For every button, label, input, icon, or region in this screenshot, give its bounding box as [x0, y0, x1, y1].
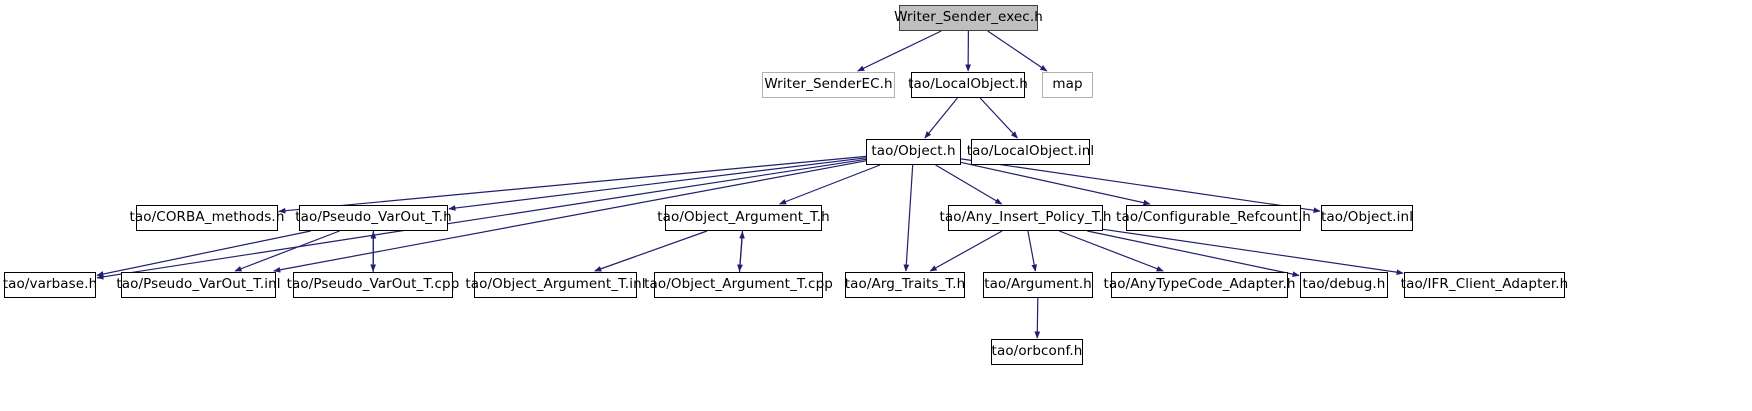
graph-node-tao_varbase[interactable]: tao/varbase.h	[3, 272, 97, 298]
graph-node-label: Writer_Sender_exec.h	[894, 9, 1043, 26]
graph-edge-tao_pseudo_varout_t_h-to-tao_varbase	[96, 230, 311, 277]
graph-edge-tao_argument_h-to-tao_orbconf_h	[1034, 297, 1041, 339]
graph-node-label: Writer_SenderEC.h	[764, 76, 893, 93]
graph-node-tao_object_argument_t_h[interactable]: tao/Object_Argument_T.h	[657, 205, 830, 231]
graph-node-label: tao/Any_Insert_Policy_T.h	[939, 209, 1112, 226]
graph-edge-tao_any_insert_policy_t_h-to-tao_debug_h	[1087, 230, 1300, 277]
graph-edge-writer_sender_exec-to-map	[987, 30, 1048, 72]
graph-node-writer_sender_exec[interactable]: Writer_Sender_exec.h	[894, 5, 1043, 31]
graph-edge-tao_object_h-to-tao_configurable_refcount	[960, 161, 1151, 206]
graph-node-label: tao/Pseudo_VarOut_T.inl	[116, 276, 281, 293]
graph-node-map[interactable]: map	[1042, 72, 1093, 98]
graph-node-tao_corba_methods[interactable]: tao/CORBA_methods.h	[130, 205, 284, 231]
graph-edge-tao_localobject_h-to-tao_object_h	[924, 97, 958, 139]
graph-node-label: tao/Object.inl	[1320, 209, 1414, 226]
graph-edge-tao_object_h-to-tao_object_inl	[960, 158, 1321, 214]
graph-node-label: tao/Arg_Traits_T.h	[844, 276, 966, 293]
graph-edge-tao_object_argument_t_h-to-tao_object_argument_t_inl	[594, 230, 708, 272]
graph-edge-tao_object_h-to-tao_object_argument_t_h	[778, 164, 881, 205]
graph-node-tao_argument_h[interactable]: tao/Argument.h	[983, 272, 1093, 298]
graph-node-label: tao/debug.h	[1302, 276, 1386, 293]
graph-edge-tao_object_argument_t_h-to-tao_object_argument_t_cpp	[737, 230, 744, 272]
graph-node-label: tao/Pseudo_VarOut_T.h	[295, 209, 452, 226]
graph-node-tao_pseudo_varout_t_h[interactable]: tao/Pseudo_VarOut_T.h	[295, 205, 452, 231]
graph-node-label: tao/IFR_Client_Adapter.h	[1400, 276, 1569, 293]
graph-edge-tao_localobject_h-to-tao_localobject_inl	[979, 97, 1018, 139]
graph-node-label: tao/Pseudo_VarOut_T.cpp	[286, 276, 460, 293]
graph-edge-tao_object_argument_t_cpp-to-tao_object_argument_t_h	[738, 231, 745, 273]
graph-node-tao_object_argument_t_inl[interactable]: tao/Object_Argument_T.inl	[465, 272, 646, 298]
graph-edge-tao_object_h-to-tao_arg_traits_t_h	[903, 164, 914, 272]
graph-node-tao_localobject_h[interactable]: tao/LocalObject.h	[908, 72, 1028, 98]
graph-node-tao_object_argument_t_cpp[interactable]: tao/Object_Argument_T.cpp	[644, 272, 833, 298]
graph-node-tao_arg_traits_t_h[interactable]: tao/Arg_Traits_T.h	[845, 272, 965, 298]
graph-node-tao_localobject_inl[interactable]: tao/LocalObject.inl	[967, 139, 1094, 165]
graph-node-tao_anytypecode_adapter[interactable]: tao/AnyTypeCode_Adapter.h	[1103, 272, 1295, 298]
graph-node-tao_orbconf_h[interactable]: tao/orbconf.h	[991, 339, 1083, 365]
graph-edge-tao_pseudo_varout_t_h-to-tao_pseudo_varout_t_inl	[234, 230, 340, 272]
graph-node-tao_ifr_client_adapter[interactable]: tao/IFR_Client_Adapter.h	[1401, 272, 1568, 298]
graph-node-writer_senderec[interactable]: Writer_SenderEC.h	[762, 72, 895, 98]
graph-node-tao_pseudo_varout_t_inl[interactable]: tao/Pseudo_VarOut_T.inl	[116, 272, 281, 298]
graph-node-label: tao/Object_Argument_T.cpp	[644, 276, 833, 293]
graph-node-tao_any_insert_policy_t_h[interactable]: tao/Any_Insert_Policy_T.h	[940, 205, 1111, 231]
graph-node-label: tao/Object_Argument_T.h	[657, 209, 830, 226]
graph-node-label: tao/varbase.h	[2, 276, 98, 293]
graph-node-label: map	[1052, 76, 1083, 93]
graph-edge-writer_sender_exec-to-writer_senderec	[857, 30, 942, 72]
graph-edge-tao_any_insert_policy_t_h-to-tao_anytypecode_adapter	[1059, 230, 1164, 272]
graph-edge-tao_any_insert_policy_t_h-to-tao_arg_traits_t_h	[929, 230, 1003, 272]
graph-edge-tao_any_insert_policy_t_h-to-tao_ifr_client_adapter	[1102, 228, 1404, 276]
graph-node-label: tao/Configurable_Refcount.h	[1116, 209, 1311, 226]
graph-node-label: tao/Argument.h	[984, 276, 1092, 293]
graph-node-tao_pseudo_varout_t_cpp[interactable]: tao/Pseudo_VarOut_T.cpp	[287, 272, 459, 298]
graph-node-tao_configurable_refcount[interactable]: tao/Configurable_Refcount.h	[1116, 205, 1311, 231]
graph-node-tao_debug_h[interactable]: tao/debug.h	[1300, 272, 1388, 298]
graph-edge-tao_object_h-to-tao_pseudo_varout_t_h	[448, 157, 867, 211]
graph-edge-tao_object_h-to-tao_any_insert_policy_t_h	[935, 164, 1003, 205]
graph-edge-tao_object_h-to-tao_corba_methods	[278, 155, 867, 214]
graph-node-label: tao/LocalObject.inl	[966, 143, 1095, 160]
graph-edge-tao_any_insert_policy_t_h-to-tao_argument_h	[1027, 230, 1038, 272]
graph-node-tao_object_h[interactable]: tao/Object.h	[866, 139, 961, 165]
graph-node-label: tao/AnyTypeCode_Adapter.h	[1103, 276, 1296, 293]
graph-node-label: tao/Object.h	[871, 143, 956, 160]
graph-node-tao_object_inl[interactable]: tao/Object.inl	[1321, 205, 1413, 231]
graph-node-label: tao/CORBA_methods.h	[129, 209, 285, 226]
graph-node-label: tao/orbconf.h	[991, 343, 1083, 360]
graph-node-label: tao/Object_Argument_T.inl	[465, 276, 646, 293]
graph-node-label: tao/LocalObject.h	[908, 76, 1028, 93]
